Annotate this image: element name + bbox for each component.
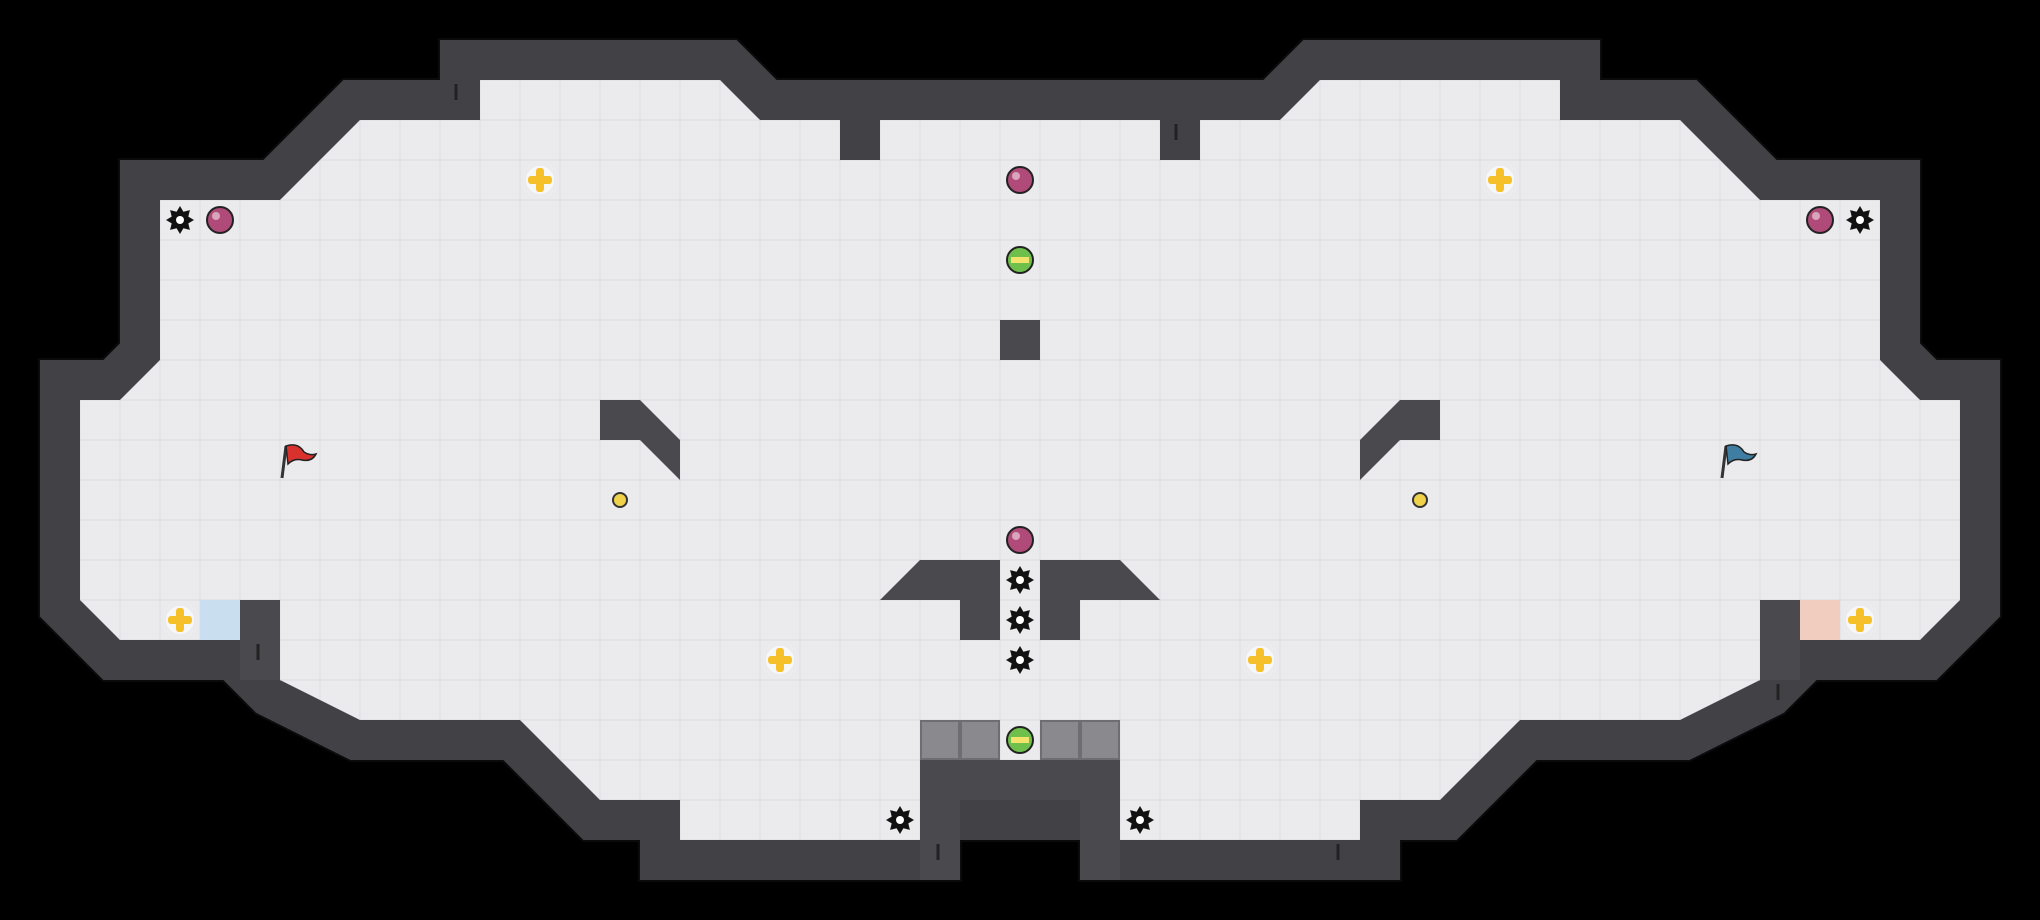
boost-bar-v <box>1856 608 1864 632</box>
right-angled-wall <box>1360 400 1440 480</box>
floor <box>80 80 1960 840</box>
bomb-icon <box>1412 492 1428 508</box>
flag-icon <box>280 444 318 479</box>
spike-center <box>1016 656 1024 664</box>
powerup-icon <box>1806 206 1834 234</box>
spike-center <box>1856 216 1864 224</box>
center-block <box>1000 320 1040 360</box>
juke-juice-icon <box>1006 726 1034 754</box>
spike-icon <box>1126 806 1154 834</box>
boost-icon <box>166 606 194 634</box>
powerup-body <box>1006 526 1034 554</box>
powerup-shine <box>1012 172 1020 180</box>
spike-icon <box>1006 606 1034 634</box>
boost-icon <box>766 646 794 674</box>
boost-bar-v <box>1496 168 1504 192</box>
flag-icon <box>1720 444 1758 479</box>
bomb-icon <box>612 492 628 508</box>
spike-icon <box>1006 646 1034 674</box>
flag-cloth <box>1725 444 1758 466</box>
gate-tile <box>1080 720 1120 760</box>
left-ledge <box>240 600 280 680</box>
wall-notches <box>256 84 1780 860</box>
inner-walls <box>240 320 1800 880</box>
gates <box>920 720 1120 760</box>
bottom-right-post <box>1080 760 1120 880</box>
spike-icon <box>166 206 194 234</box>
spike-icon <box>886 806 914 834</box>
gate-tile <box>960 720 1000 760</box>
blue-endzone-tile <box>200 600 240 640</box>
spike-center <box>1136 816 1144 824</box>
boost-bar-v <box>176 608 184 632</box>
spike-center <box>896 816 904 824</box>
spike-center <box>1016 576 1024 584</box>
center-right-wall <box>1040 560 1160 640</box>
powerup-icon <box>1006 166 1034 194</box>
flag-pole <box>280 445 288 479</box>
boost-icon <box>1846 606 1874 634</box>
powerup-icon <box>1006 526 1034 554</box>
gate-tile <box>920 720 960 760</box>
left-angled-wall <box>600 400 680 480</box>
spike-center <box>1016 616 1024 624</box>
gate-tile <box>1040 720 1080 760</box>
flag-cloth <box>285 444 318 466</box>
center-left-wall <box>880 560 1000 640</box>
juke-juice-band <box>1011 257 1029 263</box>
boost-bar-v <box>776 648 784 672</box>
boost-icon <box>1246 646 1274 674</box>
spike-center <box>176 216 184 224</box>
bottom-left-post <box>920 760 960 880</box>
powerup-shine <box>1812 212 1820 220</box>
endzones <box>200 600 1840 640</box>
juke-juice-band <box>1011 737 1029 743</box>
juke-juice-icon <box>1006 246 1034 274</box>
powerup-shine <box>1012 532 1020 540</box>
boost-icon <box>526 166 554 194</box>
powerup-icon <box>206 206 234 234</box>
boost-icon <box>1486 166 1514 194</box>
boost-bar-v <box>536 168 544 192</box>
boost-bar-v <box>1256 648 1264 672</box>
powerup-body <box>206 206 234 234</box>
flag-pole <box>1720 445 1728 479</box>
spike-icon <box>1006 566 1034 594</box>
powerup-body <box>1806 206 1834 234</box>
spike-icon <box>1846 206 1874 234</box>
powerup-body <box>1006 166 1034 194</box>
red-endzone-tile <box>1800 600 1840 640</box>
right-ledge <box>1760 600 1800 680</box>
powerup-shine <box>212 212 220 220</box>
